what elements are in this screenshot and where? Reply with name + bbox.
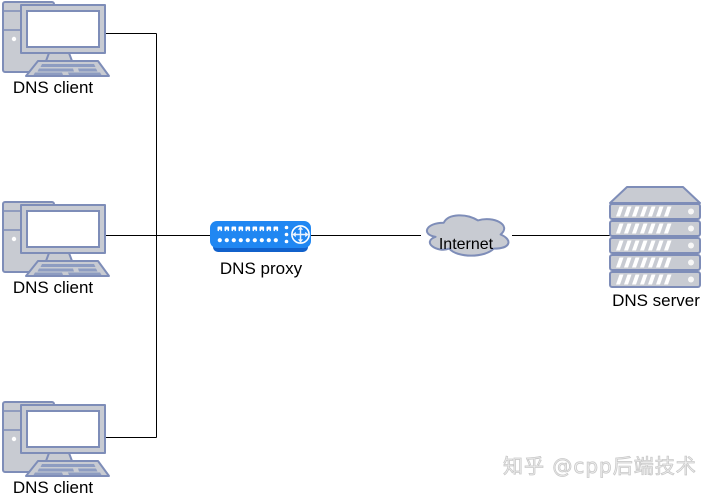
proxy-port-row-top <box>217 226 279 232</box>
server-top <box>609 186 701 204</box>
internet-label: Internet <box>439 236 494 253</box>
server-unit <box>609 203 701 220</box>
dns-client-label-1: DNS client <box>13 78 94 97</box>
server-unit <box>609 237 701 254</box>
dns-client-icon-3 <box>2 401 110 477</box>
watermark-text: 知乎 @cpp后端技术 <box>503 454 697 478</box>
server-unit <box>609 254 701 271</box>
dns-client-icon-1 <box>2 1 110 77</box>
server-unit <box>609 220 701 237</box>
dns-server-label: DNS server <box>612 291 700 310</box>
dns-proxy-label: DNS proxy <box>220 259 303 278</box>
proxy-port-row-bottom <box>217 238 278 243</box>
dns-client-label-3: DNS client <box>13 478 94 497</box>
dns-client-icon-2 <box>2 201 110 277</box>
server-unit <box>609 271 701 288</box>
proxy-indicator-column <box>284 225 289 244</box>
internet-cloud-icon <box>425 214 510 257</box>
dns-client-label-2: DNS client <box>13 278 94 297</box>
proxy-move-arrows-icon <box>291 225 310 244</box>
dns-proxy-icon <box>210 221 311 252</box>
dns-server-icon <box>609 186 701 288</box>
